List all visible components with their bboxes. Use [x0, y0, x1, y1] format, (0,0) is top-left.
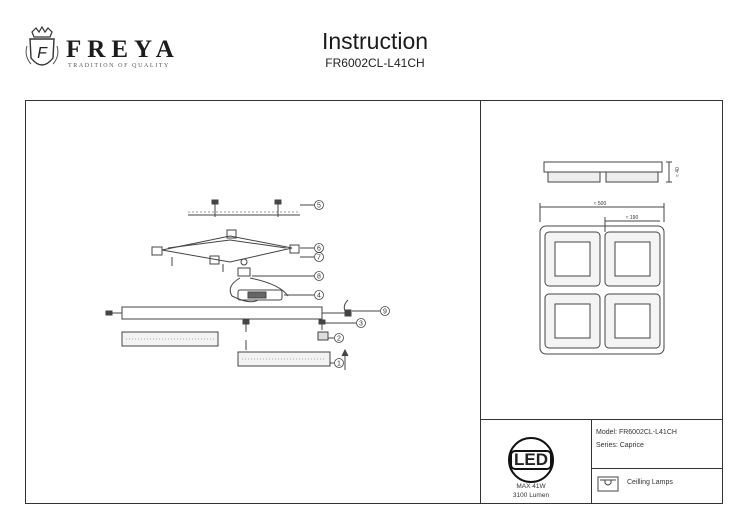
drawing-frame: [25, 100, 723, 504]
monogram: F: [37, 45, 48, 62]
callout-3: 3: [359, 321, 363, 328]
frame-divider: [591, 419, 592, 504]
callout-5: 5: [317, 203, 321, 210]
frame-divider: [591, 468, 723, 469]
led-label: LED: [510, 450, 552, 470]
callout-7: 7: [317, 255, 321, 262]
callout-9: 9: [383, 309, 387, 316]
dim-height: ≈ 40: [675, 167, 681, 177]
lumen-rating: 3100 Lumen: [512, 492, 550, 499]
dim-module-width: ≈ 190: [626, 215, 639, 221]
page-title: Instruction: [321, 28, 429, 54]
brand-logo: F FREYA TRADITION OF QUALITY: [22, 26, 182, 76]
callout-2: 2: [337, 336, 341, 343]
brand-name: FREYA: [66, 36, 180, 63]
brand-tagline: TRADITION OF QUALITY: [68, 63, 170, 69]
model-line: Model: FR6002CL-L41CH: [596, 429, 677, 436]
callout-6: 6: [317, 246, 321, 253]
series-line: Series: Caprice: [596, 442, 644, 449]
crest-icon: F: [25, 26, 59, 66]
frame-divider: [480, 100, 481, 504]
callout-4: 4: [317, 293, 321, 300]
led-badge: LED: [508, 437, 554, 483]
model-code: FR6002CL-L41CH: [325, 56, 425, 70]
callout-8: 8: [317, 274, 321, 281]
power-rating: MAX 41W: [516, 483, 546, 490]
dim-overall-width: ≈ 500: [594, 201, 607, 207]
callout-1: 1: [337, 361, 341, 368]
ceiling-lamp-icon: [597, 476, 619, 492]
lamp-category: Ceilling Lamps: [627, 479, 673, 486]
frame-divider: [480, 419, 723, 420]
